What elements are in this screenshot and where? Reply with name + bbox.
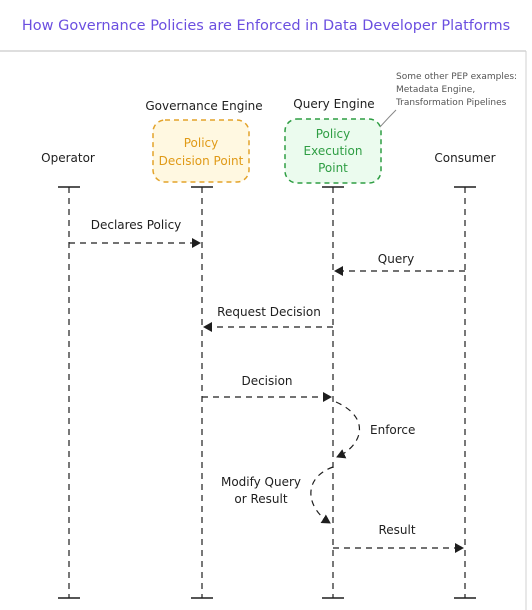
enforce-label: Enforce xyxy=(370,423,415,437)
note-pointer-line xyxy=(379,109,397,128)
pdp-label-line2: Decision Point xyxy=(159,154,244,168)
lifeline-operator xyxy=(58,186,80,599)
actor-operator-label: Operator xyxy=(41,151,95,165)
pep-examples-note: Some other PEP examples: Metadata Engine… xyxy=(379,72,517,128)
modify-label-line1: Modify Query xyxy=(221,475,301,489)
actor-query-engine-label: Query Engine xyxy=(293,97,374,111)
pep-label-line2: Execution xyxy=(304,144,363,158)
pep-label-line3: Point xyxy=(318,161,348,175)
query-label: Query xyxy=(378,252,414,266)
actor-governance-engine-label: Governance Engine xyxy=(145,99,262,113)
message-request-decision: Request Decision xyxy=(203,305,333,332)
message-modify: Modify Query or Result xyxy=(221,466,334,524)
pdp-label-line1: Policy xyxy=(184,136,219,150)
note-line2: Metadata Engine, xyxy=(396,85,475,95)
result-label: Result xyxy=(378,523,415,537)
policy-execution-point-box: Policy Execution Point xyxy=(284,118,382,184)
message-declares-policy: Declares Policy xyxy=(69,218,201,248)
page-title: How Governance Policies are Enforced in … xyxy=(22,18,510,34)
note-line1: Some other PEP examples: xyxy=(396,72,517,82)
lifeline-governance-engine xyxy=(191,186,213,599)
message-decision: Decision xyxy=(202,374,332,402)
modify-curve-arrow xyxy=(310,466,334,524)
message-result: Result xyxy=(333,523,464,553)
message-query: Query xyxy=(334,252,465,276)
lifeline-consumer xyxy=(454,186,476,599)
pep-label-line1: Policy xyxy=(316,127,351,141)
actor-consumer-label: Consumer xyxy=(434,151,495,165)
declares-policy-label: Declares Policy xyxy=(91,218,182,232)
note-line3: Transformation Pipelines xyxy=(395,98,507,108)
modify-label-line2: or Result xyxy=(234,492,287,506)
request-decision-label: Request Decision xyxy=(217,305,321,319)
message-enforce: Enforce xyxy=(335,401,415,459)
lifeline-query-engine xyxy=(322,186,344,599)
decision-label: Decision xyxy=(241,374,292,388)
enforce-curve-arrow xyxy=(335,401,360,459)
policy-decision-point-box: Policy Decision Point xyxy=(152,119,250,183)
